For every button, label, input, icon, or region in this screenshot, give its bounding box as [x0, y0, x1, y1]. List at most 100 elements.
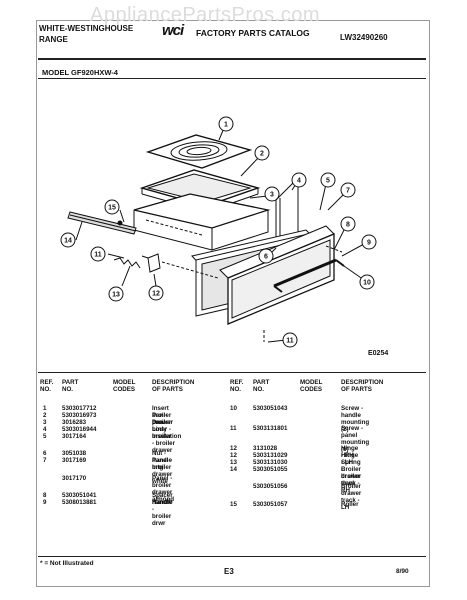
ref-cell: 12 — [230, 445, 237, 452]
callout-5: 5 — [320, 172, 336, 188]
desc-cell: Insert broiler pan — [152, 405, 172, 426]
header-desc: DESCRIPTION OF PARTS — [152, 379, 195, 393]
callout-2: 2 — [254, 145, 270, 161]
part-cell: 3051038 — [62, 450, 87, 457]
desc-cell: Screw - panel mounting (6) — [341, 425, 370, 453]
svg-text:8: 8 — [346, 222, 350, 229]
callout-4: 4 — [291, 172, 307, 188]
svg-text:1: 1 — [224, 122, 228, 129]
ref-cell: 1 — [43, 405, 47, 412]
part-cell: 5303051056 — [253, 483, 288, 490]
ref-cell: 7 — [43, 457, 47, 464]
svg-text:4: 4 — [297, 178, 301, 185]
part-cell: 5303131030 — [253, 459, 288, 466]
header-part: PART NO. — [62, 379, 79, 393]
header-desc-right: DESCRIPTION OF PARTS — [341, 379, 384, 393]
callout-markers: 1 2 3 4 5 6 7 8 9 10 11 12 13 14 15 11 — [60, 116, 377, 348]
drawer-body — [133, 193, 271, 251]
callout-6: 6 — [258, 248, 274, 264]
roller — [117, 220, 123, 226]
ref-cell: 9 — [43, 499, 47, 506]
callout-11-lower: 11 — [282, 332, 298, 348]
svg-text:6: 6 — [264, 254, 268, 261]
catalog-date: 8/90 — [396, 568, 409, 575]
part-cell: 5303051057 — [253, 501, 288, 508]
drawer-track — [67, 211, 137, 235]
svg-text:15: 15 — [108, 205, 116, 212]
ref-cell: 6 — [43, 450, 47, 457]
ref-cell: 13 — [230, 459, 237, 466]
wci-logo: wci — [162, 22, 184, 39]
callout-10: 10 — [359, 274, 375, 290]
part-cell: 3017169 — [62, 457, 87, 464]
brand-header: WHITE-WESTINGHOUSE RANGE — [39, 23, 133, 45]
model-divider — [38, 78, 426, 79]
desc-cell: Broiler drawer track - RH — [341, 466, 362, 494]
ref-cell: 2 — [43, 412, 47, 419]
drawer-spring — [113, 257, 141, 269]
parts-table-left: 1 5303017712 Insert broiler pan 2 530301… — [40, 405, 230, 555]
parts-table-right: 10 5303051043 Screw - handle mounting (2… — [230, 405, 426, 555]
desc-cell: Liner - broiler — [152, 426, 172, 440]
callout-3: 3 — [264, 186, 280, 202]
svg-text:11: 11 — [94, 252, 102, 259]
svg-text:12: 12 — [152, 291, 160, 298]
footnote: * = Not Illustrated — [40, 560, 94, 567]
ref-cell: 14 — [230, 466, 237, 473]
desc-cell: Hinge - LH — [341, 452, 359, 466]
svg-text:10: 10 — [363, 280, 371, 287]
svg-text:7: 7 — [346, 188, 350, 195]
drawer-hinge — [141, 253, 161, 273]
page-frame — [36, 20, 430, 587]
callout-7: 7 — [340, 182, 356, 198]
header-ref-right: REF. NO. — [230, 379, 244, 393]
watermark: AppliancePartsPros.com — [90, 4, 320, 26]
header-ref: REF. NO. — [40, 379, 54, 393]
ref-cell: 5 — [43, 433, 47, 440]
svg-text:2: 2 — [260, 151, 264, 158]
desc-cell: Drawer body — [152, 419, 173, 433]
exploded-parts-diagram: 1 2 3 4 5 6 7 8 9 10 11 12 13 14 15 11 — [60, 116, 377, 348]
part-cell: 3017170 — [62, 475, 87, 482]
desc-cell: Insulation - broiler drawer — [152, 433, 182, 454]
part-cell: 5303051043 — [253, 405, 288, 412]
desc-cell: Handle - broiler drwr — [152, 499, 173, 527]
svg-text:3: 3 — [270, 192, 274, 199]
brand-line: WHITE-WESTINGHOUSE — [39, 24, 134, 33]
svg-text:14: 14 — [64, 238, 72, 245]
desc-cell: Nut - handle mtg — [152, 450, 172, 471]
part-cell: 5308013881 — [62, 499, 97, 506]
callout-8: 8 — [340, 216, 356, 232]
ref-cell: 8 — [43, 492, 47, 499]
diagram-code: E0254 — [368, 350, 389, 357]
callout-12: 12 — [148, 285, 164, 301]
part-cell: 3131028 — [253, 445, 278, 452]
desc-cell: Broiler drawer track - LH — [341, 483, 362, 511]
desc-cell: Roller — [341, 501, 359, 508]
desc-cell: Screw - handle mounting (2) — [341, 405, 370, 433]
header-model: MODEL CODES — [113, 379, 136, 393]
part-cell: 5303131801 — [253, 425, 288, 432]
callout-14: 14 — [60, 232, 76, 248]
part-cell: 5303051055 — [253, 466, 288, 473]
ref-cell: 15 — [230, 501, 237, 508]
svg-text:11: 11 — [286, 338, 294, 345]
header-model-right: MODEL CODES — [300, 379, 323, 393]
desc-cell: Spacer handle — [152, 492, 173, 506]
footer-divider — [38, 556, 426, 557]
part-cell: 5303051041 — [62, 492, 97, 499]
part-cell: 3017164 — [62, 433, 87, 440]
svg-text:9: 9 — [367, 240, 371, 247]
callout-11: 11 — [90, 246, 106, 262]
catalog-title: FACTORY PARTS CATALOG — [196, 28, 310, 38]
header-part-right: PART NO. — [253, 379, 270, 393]
header-divider — [38, 58, 426, 60]
svg-text:13: 13 — [112, 292, 120, 299]
part-cell: 5303017712 — [62, 405, 97, 412]
ref-cell: 3 — [43, 419, 47, 426]
svg-text:5: 5 — [326, 178, 330, 185]
desc-cell: Pan - broiler — [152, 412, 172, 426]
product-line: RANGE — [39, 35, 68, 44]
part-cell: 5303016944 — [62, 426, 97, 433]
desc-cell: Spring - broiler drwr — [341, 459, 361, 487]
